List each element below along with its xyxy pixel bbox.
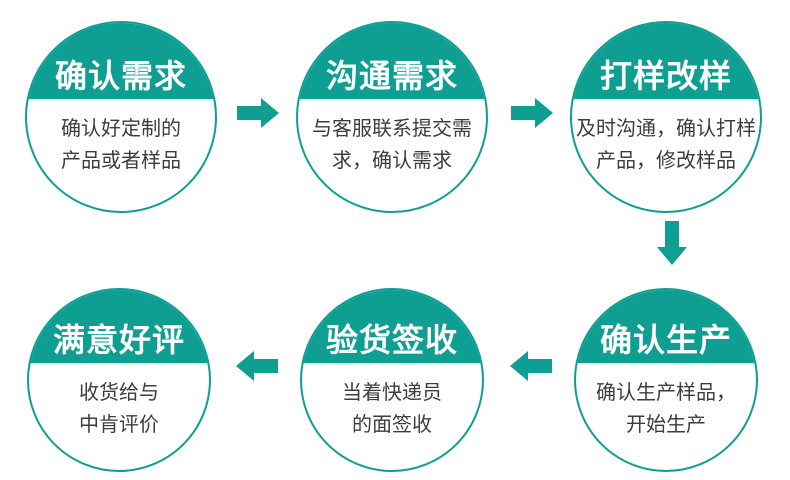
- desc-line: 产品或者样品: [61, 150, 181, 173]
- step-description: 当着快递员 的面签收: [302, 377, 482, 441]
- desc-line: 确认好定制的: [61, 118, 181, 141]
- step-circle-inspect-sign: 验货签收 当着快递员 的面签收: [300, 288, 484, 472]
- step-title: 满意好评: [52, 321, 185, 358]
- desc-line: 产品，修改样品: [596, 150, 736, 173]
- arrow-right-icon: [511, 96, 553, 130]
- step-title-band: 满意好评: [29, 290, 209, 363]
- step-circle-confirm-production: 确认生产 确认生产样品， 开始生产: [574, 288, 758, 472]
- desc-line: 中肯评价: [79, 413, 159, 436]
- step-title-band: 验货签收: [302, 290, 482, 363]
- step-circle-communicate-requirements: 沟通需求 与客服联系提交需 求，确认需求: [296, 21, 488, 213]
- step-title: 打样改样: [599, 58, 732, 95]
- desc-line: 及时沟通，确认打样: [576, 118, 756, 141]
- desc-line: 开始生产: [626, 413, 706, 436]
- step-circle-satisfied-review: 满意好评 收货给与 中肯评价: [27, 288, 211, 472]
- arrow-left-icon: [510, 349, 552, 383]
- step-circle-sampling-revision: 打样改样 及时沟通，确认打样 产品，修改样品: [570, 21, 762, 213]
- step-description: 确认好定制的 产品或者样品: [27, 113, 215, 177]
- step-title: 确认需求: [54, 58, 187, 95]
- step-title: 确认生产: [599, 321, 732, 358]
- desc-line: 与客服联系提交需: [312, 118, 472, 141]
- arrow-left-icon: [236, 349, 278, 383]
- step-description: 及时沟通，确认打样 产品，修改样品: [572, 113, 760, 177]
- step-circle-confirm-requirements: 确认需求 确认好定制的 产品或者样品: [25, 21, 217, 213]
- step-title: 验货签收: [325, 321, 458, 358]
- desc-line: 求，确认需求: [332, 150, 452, 173]
- step-title-band: 沟通需求: [298, 23, 486, 100]
- step-title-band: 打样改样: [572, 23, 760, 100]
- step-description: 与客服联系提交需 求，确认需求: [298, 113, 486, 177]
- step-description: 确认生产样品， 开始生产: [576, 377, 756, 441]
- desc-line: 确认生产样品，: [596, 381, 736, 404]
- desc-line: 收货给与: [79, 381, 159, 404]
- desc-line: 当着快递员: [342, 381, 442, 404]
- desc-line: 的面签收: [352, 413, 432, 436]
- step-description: 收货给与 中肯评价: [29, 377, 209, 441]
- step-title-band: 确认需求: [27, 23, 215, 100]
- step-title-band: 确认生产: [576, 290, 756, 363]
- step-title: 沟通需求: [325, 58, 458, 95]
- arrow-right-icon: [237, 96, 279, 130]
- arrow-down-icon: [655, 221, 689, 265]
